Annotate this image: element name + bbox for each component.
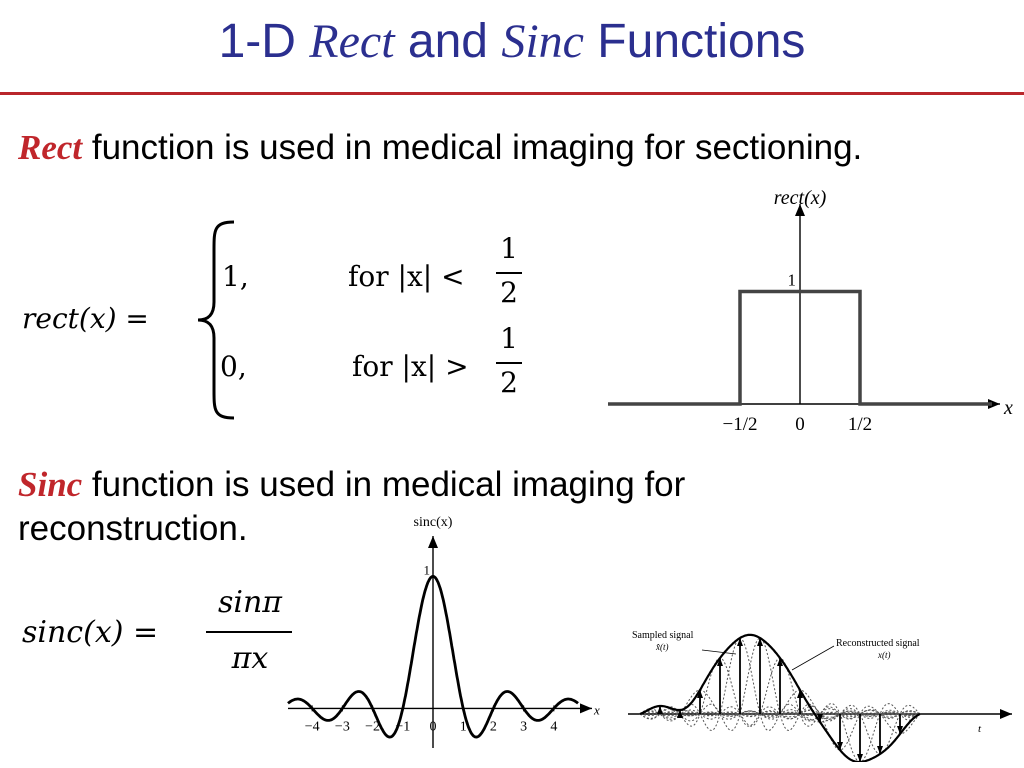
sinc-ylabel: sinc(x) <box>414 515 453 530</box>
rect-x-tick-label: 1/2 <box>848 414 872 435</box>
rect-case1-numerator: 1 <box>500 232 518 265</box>
sinc-x-tick-label: 2 <box>490 719 497 734</box>
sinc-text: function is used in medical imaging for … <box>18 465 686 548</box>
sinc-x-tick-label: −2 <box>365 719 380 734</box>
sinc-description: Sinc function is used in medical imaging… <box>18 463 818 551</box>
rect-ylabel: rect(x) <box>774 187 827 209</box>
recon-sample-arrowhead <box>877 746 883 754</box>
recon-annotation-sampled: Sampled signal <box>632 630 694 641</box>
sinc-keyword: Sinc <box>18 465 83 504</box>
recon-sample-arrowhead <box>657 706 663 714</box>
sinc-chart: sinc(x) x −4 −3 −2 −1 0 1 2 3 4 1 <box>287 515 600 748</box>
sinc-formula-lhs: sinc(x) = <box>22 615 159 650</box>
recon-basis-curve <box>639 657 921 727</box>
rect-formula-lhs: rect(x) = <box>22 302 149 335</box>
rect-x-tick-label: 0 <box>795 414 805 435</box>
rect-y-tick-label: 1 <box>788 271 797 290</box>
sinc-y-tick-label: 1 <box>424 562 431 577</box>
recon-sample-arrowhead <box>737 638 743 646</box>
rect-xlabel: x <box>1003 397 1013 419</box>
recon-sample-arrowhead <box>677 710 683 718</box>
sinc-x-tick-label: −1 <box>395 719 410 734</box>
sinc-formula-numerator: sinπ <box>217 585 283 620</box>
recon-sample-arrowhead <box>797 690 803 698</box>
rect-x-axis-head <box>988 399 1000 409</box>
recon-sample-arrowhead <box>897 726 903 734</box>
recon-basis-curve <box>639 705 921 751</box>
recon-annotation-sampled-sub: x̂(t) <box>655 642 669 652</box>
rect-series-line <box>608 289 992 406</box>
recon-sample-arrowhead <box>817 714 823 722</box>
recon-annotation-sampled-leader <box>701 649 737 655</box>
sinc-x-tick-label: 4 <box>550 719 557 734</box>
recon-annotation-reconstructed-sub: x(t) <box>877 650 891 660</box>
title-prefix: 1-D <box>218 15 296 68</box>
recon-annotation-reconstructed: Reconstructed signal <box>836 638 920 649</box>
rect-case1-denominator: 2 <box>500 276 518 309</box>
sinc-x-tick-label: 1 <box>460 719 467 734</box>
rect-case1-condition: for |x| < <box>348 260 465 293</box>
recon-sample-arrowhead <box>777 658 783 666</box>
recon-sample-arrowhead <box>837 742 843 750</box>
recon-sample-arrowhead <box>857 754 863 762</box>
sinc-formula-fraction-bar <box>206 631 292 633</box>
rect-formula-brace <box>197 220 235 420</box>
recon-sample-arrowhead <box>717 658 723 666</box>
recon-sample-arrowhead <box>697 690 703 698</box>
rect-case1-value: 1, <box>222 260 249 293</box>
sinc-y-axis-head <box>428 536 438 548</box>
recon-sample-arrowhead <box>757 638 763 646</box>
rect-case2-numerator: 1 <box>500 322 518 355</box>
sinc-series-line <box>287 574 579 739</box>
rect-formula: rect(x) = 1, for |x| < 1 2 0, for |x| > … <box>22 216 542 426</box>
rect-description: Rect function is used in medical imaging… <box>18 128 862 168</box>
title-divider <box>0 92 1024 95</box>
sinc-x-tick-label: −3 <box>335 719 350 734</box>
recon-xlabel: t <box>978 723 982 735</box>
recon-t-axis-head <box>1000 709 1012 719</box>
page-title: 1-D Rect and Sinc Functions <box>0 14 1024 69</box>
sinc-x-tick-label: −4 <box>305 719 320 734</box>
title-word-sinc: Sinc <box>501 15 584 68</box>
sinc-xlabel: x <box>593 702 600 717</box>
sinc-x-tick-label: 3 <box>520 719 527 734</box>
rect-case2-denominator: 2 <box>500 366 518 399</box>
rect-y-axis-head <box>795 204 805 216</box>
rect-case2-condition: for |x| > <box>352 350 469 383</box>
sinc-x-tick-label: 0 <box>430 719 437 734</box>
rect-case2-value: 0, <box>220 350 247 383</box>
rect-text: function is used in medical imaging for … <box>82 128 863 167</box>
title-word-rect: Rect <box>309 15 395 68</box>
title-suffix: Functions <box>597 15 806 68</box>
rect-x-tick-label: −1/2 <box>723 414 758 435</box>
rect-chart: rect(x) x −1/2 0 1/2 1 <box>608 187 1013 435</box>
title-middle: and <box>407 15 488 68</box>
rect-case2-fraction-bar <box>496 362 522 364</box>
sinc-x-axis-head <box>580 703 592 714</box>
recon-annotation-reconstructed-leader <box>791 645 835 671</box>
rect-keyword: Rect <box>18 128 83 167</box>
sinc-formula-denominator: πx <box>231 641 269 676</box>
sinc-formula: sinc(x) = sinπ πx <box>22 585 292 685</box>
rect-case1-fraction-bar <box>496 272 522 274</box>
